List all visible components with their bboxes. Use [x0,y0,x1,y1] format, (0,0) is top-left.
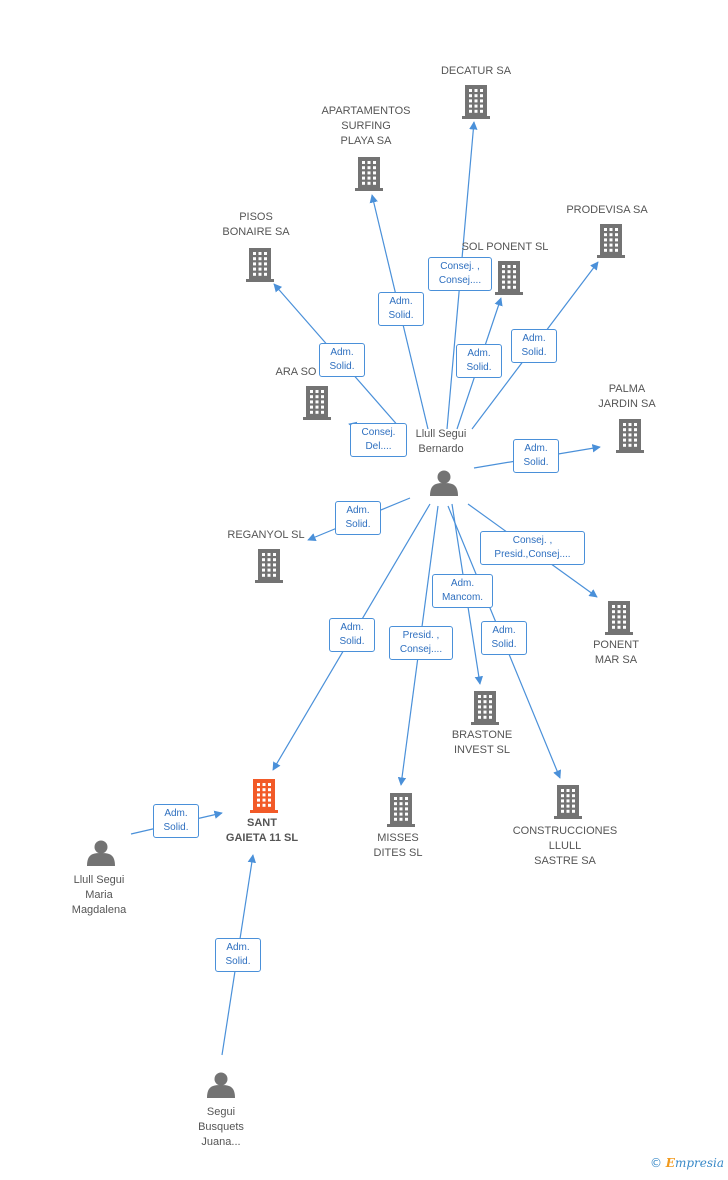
edge-role-tag[interactable]: Adm. Solid. [456,344,502,378]
edge-role-tag[interactable]: Adm. Solid. [335,501,381,535]
building-icon[interactable] [462,85,490,119]
node-label-reganyol[interactable]: REGANYOL SL [227,528,305,541]
node-label-palma[interactable]: PALMA JARDIN SA [598,383,656,410]
node-label-prodevisa[interactable]: PRODEVISA SA [566,203,648,216]
building-icon[interactable] [255,549,283,583]
node-label-brastone[interactable]: BRASTONE INVEST SL [451,729,513,756]
brand-initial: E [665,1156,675,1170]
node-label-decatur[interactable]: DECATUR SA [440,64,512,77]
edge-role-tag[interactable]: Adm. Solid. [481,621,527,655]
node-label-bernardo[interactable]: Llull Segui Bernardo [415,428,467,455]
edge-role-tag[interactable]: Adm. Mancom. [432,574,493,608]
edge-role-tag[interactable]: Adm. Solid. [329,618,375,652]
node-label-juana[interactable]: Segui Busquets Juana... [198,1105,244,1148]
building-icon[interactable] [554,785,582,819]
edge-role-tag[interactable]: Adm. Solid. [319,343,365,377]
edge-role-tag[interactable]: Adm. Solid. [215,938,261,972]
person-icon[interactable] [430,470,458,497]
building-icon[interactable] [495,261,523,295]
building-icon[interactable] [616,419,644,453]
node-label-maria[interactable]: Llull Segui Maria Magdalena [71,873,127,916]
node-label-sant[interactable]: SANT GAIETA 11 SL [225,817,299,844]
focus-building-icon[interactable] [250,779,278,813]
edge-role-tag[interactable]: Consej. , Presid.,Consej.... [480,531,585,565]
building-icon[interactable] [605,601,633,635]
person-icon[interactable] [87,840,115,867]
brand-name: mpresia [674,1156,724,1170]
edge-role-tag[interactable]: Consej. , Consej.... [428,257,492,291]
edge-role-tag[interactable]: Adm. Solid. [153,804,199,838]
node-label-apartamentos[interactable]: APARTAMENTOS SURFING PLAYA SA [321,104,411,147]
building-icon[interactable] [246,248,274,282]
node-label-ponentmar[interactable]: PONENT MAR SA [593,639,639,666]
edge-role-tag[interactable]: Presid. , Consej.... [389,626,453,660]
edge-role-tag[interactable]: Adm. Solid. [513,439,559,473]
node-label-construcciones[interactable]: CONSTRUCCIONES LLULL SASTRE SA [512,824,618,867]
building-icon[interactable] [597,224,625,258]
edge-role-tag[interactable]: Adm. Solid. [378,292,424,326]
building-icon[interactable] [303,386,331,420]
person-icon[interactable] [207,1072,235,1099]
building-icon[interactable] [387,793,415,827]
edge-role-tag[interactable]: Adm. Solid. [511,329,557,363]
node-label-pisos[interactable]: PISOS BONAIRE SA [222,211,290,238]
copyright-symbol: © [649,1156,662,1170]
building-icon[interactable] [471,691,499,725]
empresia-credit[interactable]: © Empresia [650,1156,724,1170]
node-label-solponent[interactable]: SOL PONENT SL [461,240,549,253]
edge-role-tag[interactable]: Consej. Del.... [350,423,407,457]
building-icon[interactable] [355,157,383,191]
node-label-misses[interactable]: MISSES DITES SL [373,832,423,859]
node-label-ara[interactable]: ARA SO [275,365,317,378]
